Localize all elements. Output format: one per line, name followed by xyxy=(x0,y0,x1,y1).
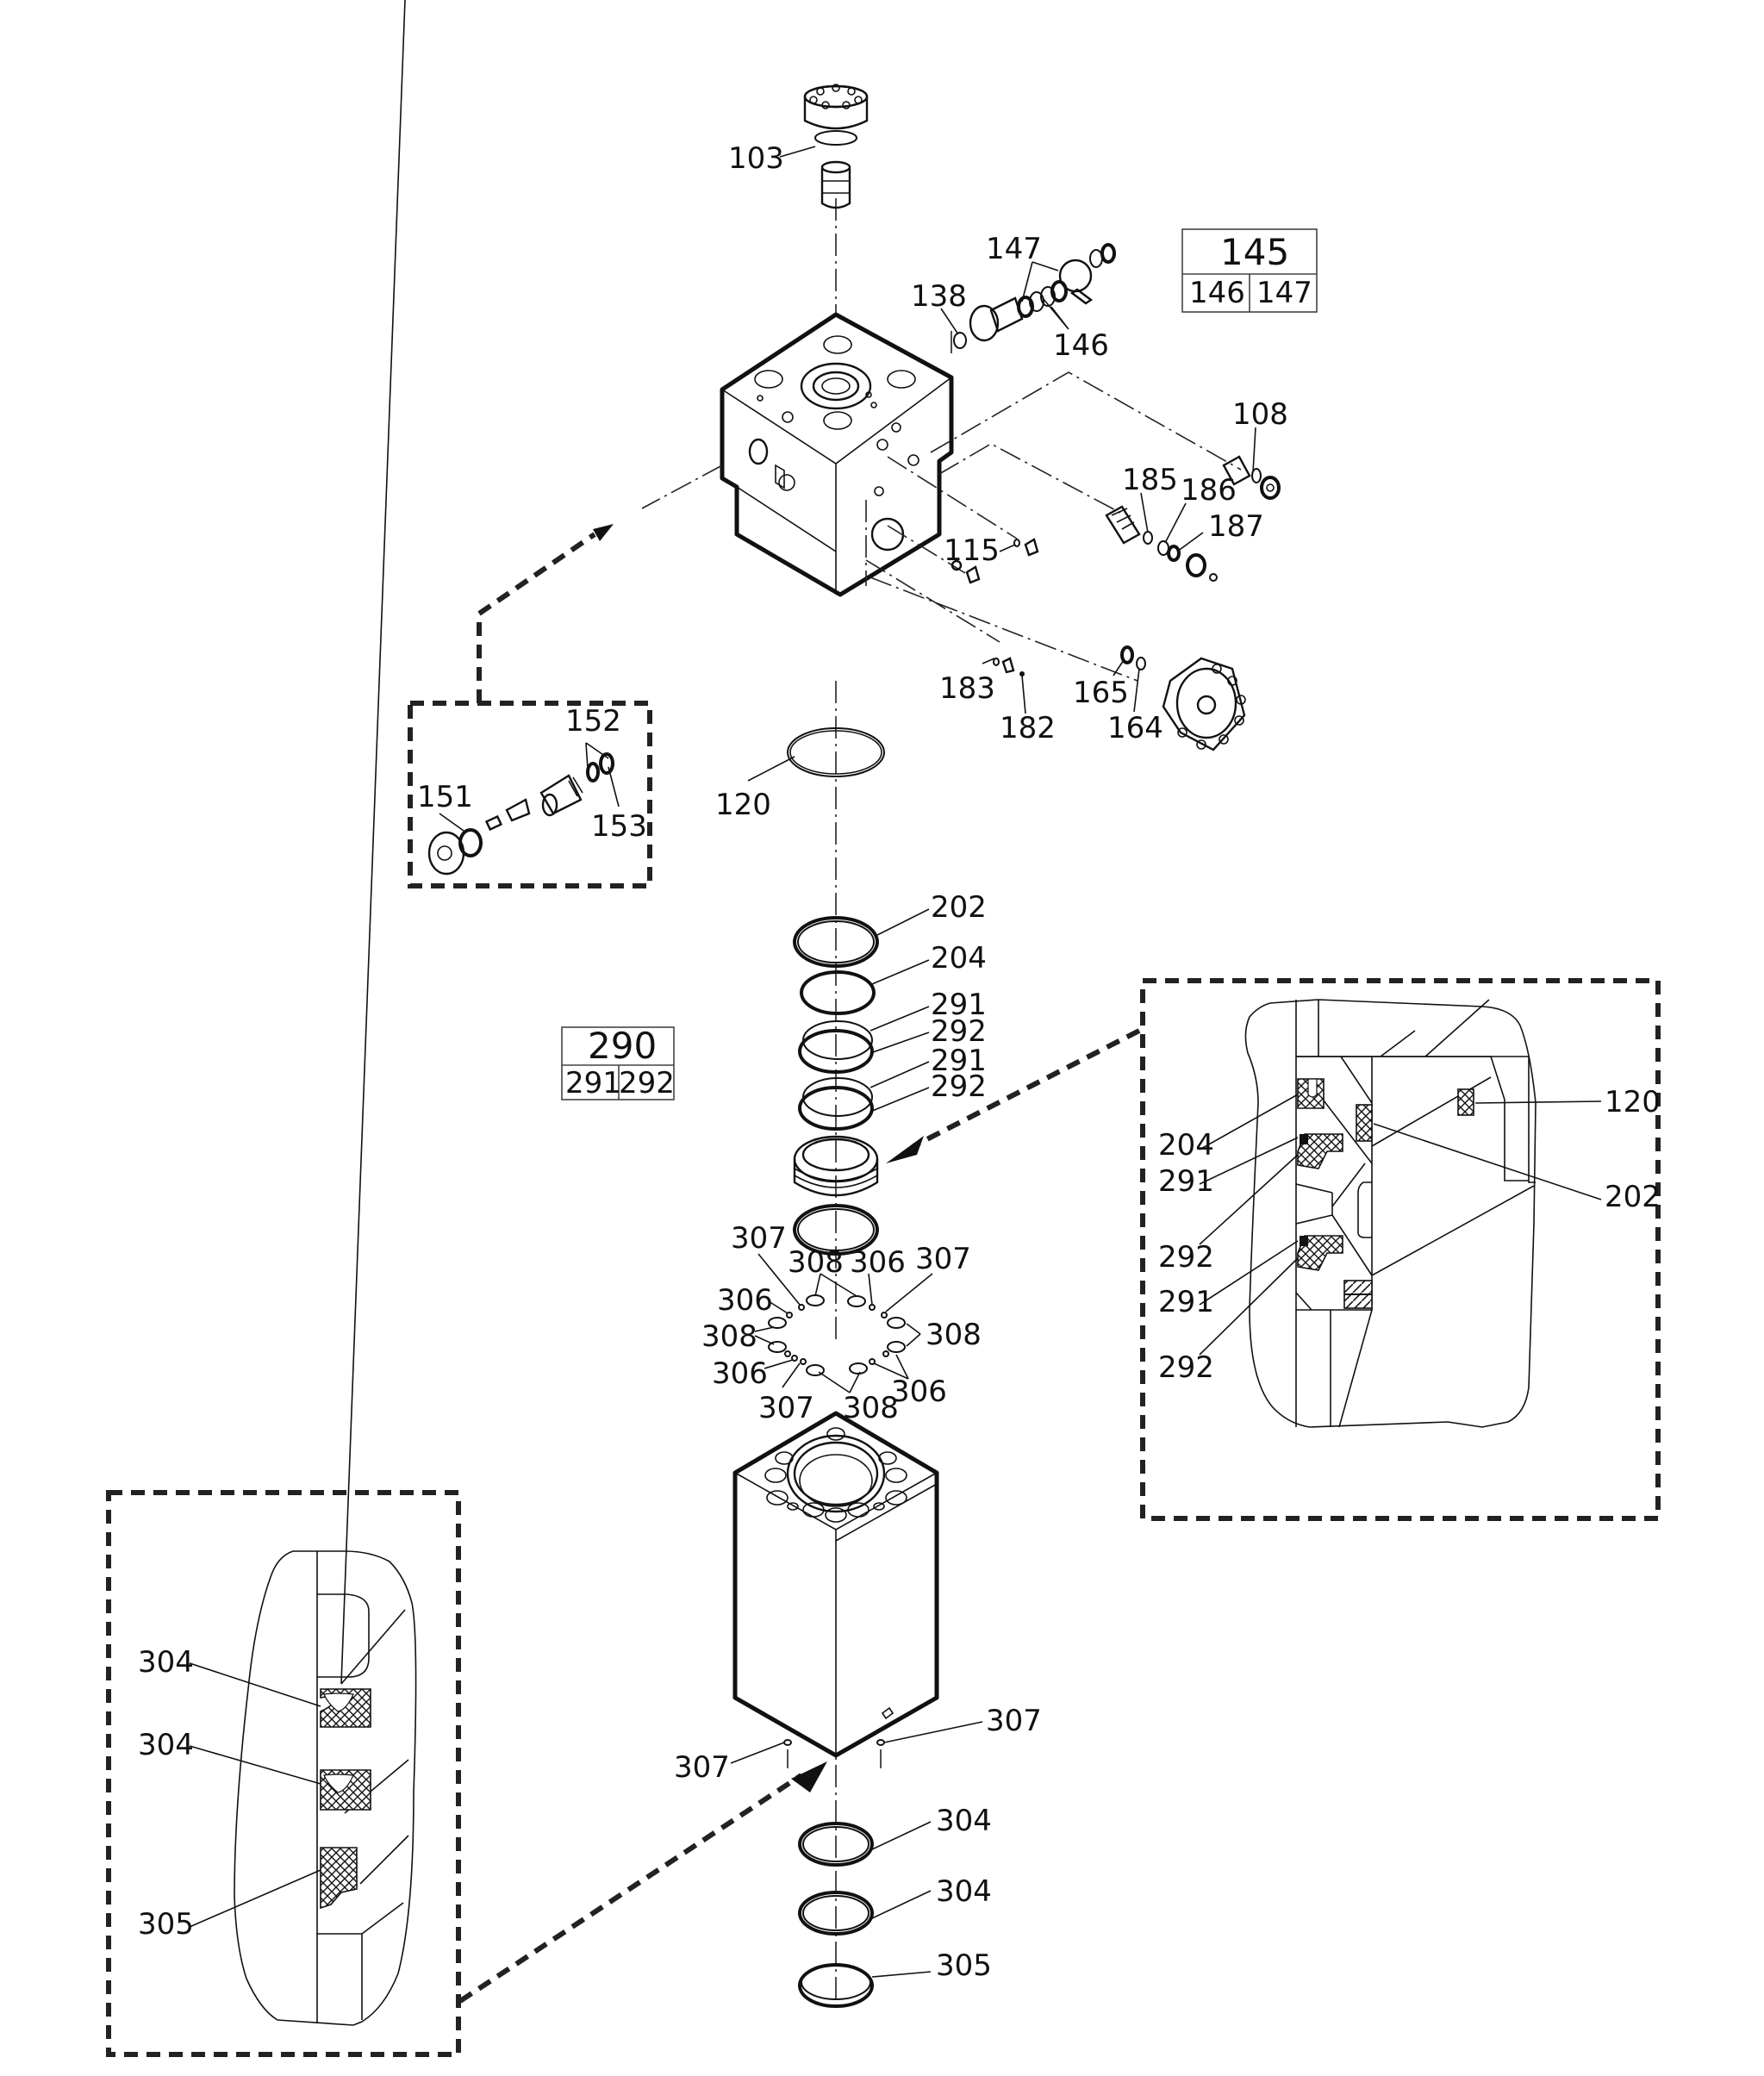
callout-291-a: 291 xyxy=(931,988,987,1022)
callout-183: 183 xyxy=(939,671,995,706)
detail-callout-291-b: 291 xyxy=(1158,1285,1214,1319)
part-108 xyxy=(1222,455,1281,500)
callout-186: 186 xyxy=(1181,473,1237,508)
callout-306-b: 306 xyxy=(717,1283,773,1318)
seal-cross-section xyxy=(1244,999,1536,1428)
detail-callout-204: 204 xyxy=(1158,1128,1214,1163)
detail-callout-202: 202 xyxy=(1605,1180,1661,1214)
part-183-182 xyxy=(993,657,1025,676)
callout-292-a: 292 xyxy=(931,1014,987,1049)
arrow-head-icon xyxy=(593,524,614,541)
detail-box-151-153 xyxy=(408,701,652,888)
callout-185: 185 xyxy=(1122,463,1178,497)
callout-308-b: 308 xyxy=(701,1319,757,1354)
part-165-164-cover xyxy=(1120,645,1246,751)
kit-290-child-292: 292 xyxy=(619,1066,675,1100)
arrow-head-icon xyxy=(791,1761,827,1792)
part-115 xyxy=(951,538,1039,584)
callout-307-a: 307 xyxy=(731,1221,787,1256)
callout-306-d: 306 xyxy=(891,1375,947,1409)
assembly-axes xyxy=(641,327,1242,682)
kit-145-child-147: 147 xyxy=(1256,276,1312,310)
callout-306-c: 306 xyxy=(712,1356,768,1391)
part-120-oring xyxy=(787,727,885,777)
seal-stack xyxy=(793,916,879,1256)
oring-cluster xyxy=(768,1294,906,1376)
callout-147: 147 xyxy=(986,232,1042,266)
kit-290-parent: 290 xyxy=(588,1025,657,1067)
kit-table-290: 290 291 292 xyxy=(561,1025,675,1100)
callout-291-b: 291 xyxy=(931,1044,987,1078)
part-185-186-187 xyxy=(1105,505,1218,582)
lower-housing-block xyxy=(732,1411,939,1758)
callout-307-b: 307 xyxy=(915,1242,971,1276)
kit-145-parent: 145 xyxy=(1220,231,1289,273)
callout-146: 146 xyxy=(1053,328,1109,363)
kit-145-child-146: 146 xyxy=(1189,276,1245,310)
detail-callout-120: 120 xyxy=(1605,1085,1661,1119)
callout-304-a: 304 xyxy=(936,1804,992,1838)
kit-table-145: 145 146 147 xyxy=(1181,228,1318,313)
callout-164: 164 xyxy=(1107,711,1163,745)
bottom-ring-stack xyxy=(798,1822,874,2008)
callout-182: 182 xyxy=(1000,711,1056,745)
callout-138: 138 xyxy=(911,279,967,314)
callout-202: 202 xyxy=(931,890,987,925)
callout-151: 151 xyxy=(417,780,473,814)
bottom-seal-cross-section xyxy=(234,0,417,2026)
callout-103: 103 xyxy=(728,141,784,176)
callout-204: 204 xyxy=(931,941,987,976)
detail-callout-292-b: 292 xyxy=(1158,1350,1214,1385)
detail-callout-304-b: 304 xyxy=(138,1728,194,1762)
detail-callout-291-a: 291 xyxy=(1158,1164,1214,1199)
kit-290-child-291: 291 xyxy=(565,1066,621,1100)
detail-box-bottom-seals xyxy=(106,1490,461,2057)
part-138-146-147-assembly xyxy=(953,243,1116,349)
callout-165: 165 xyxy=(1073,676,1129,710)
callout-308-d: 308 xyxy=(843,1391,899,1425)
callout-115: 115 xyxy=(944,533,1000,568)
callout-306-a: 306 xyxy=(850,1245,906,1280)
main-valve-block xyxy=(720,312,954,597)
callout-120: 120 xyxy=(715,788,771,822)
callout-187: 187 xyxy=(1208,509,1264,544)
detail-callout-292-a: 292 xyxy=(1158,1240,1214,1275)
callout-292-b: 292 xyxy=(931,1069,987,1104)
arrow-head-icon xyxy=(886,1136,924,1163)
callout-108: 108 xyxy=(1232,397,1288,432)
detail-callout-304-a: 304 xyxy=(138,1645,194,1680)
callout-307-c: 307 xyxy=(758,1391,814,1425)
callout-308-c: 308 xyxy=(926,1318,982,1352)
detail-box-seal-section xyxy=(1140,978,1661,1521)
callout-152: 152 xyxy=(565,704,621,739)
callout-304-b: 304 xyxy=(936,1874,992,1909)
detail-callout-305: 305 xyxy=(138,1907,194,1942)
callout-308-a: 308 xyxy=(788,1245,844,1280)
callout-307-bottom-right: 307 xyxy=(986,1704,1042,1738)
part-103-cover xyxy=(803,84,869,209)
callout-307-bottom-left: 307 xyxy=(674,1750,730,1785)
callout-305: 305 xyxy=(936,1948,992,1983)
callout-153: 153 xyxy=(591,809,647,844)
part-151-153-assembly xyxy=(427,752,614,876)
